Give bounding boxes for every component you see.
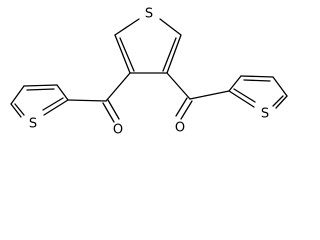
central-ring-bond: [159, 18, 182, 36]
right-ring-bond: [240, 75, 274, 78]
right-ring-bond: [228, 90, 255, 108]
left-thiophene-ring: S: [10, 84, 69, 132]
right-ring-double-bond: [272, 95, 284, 107]
left-sulfur-label: S: [29, 117, 37, 132]
right-ring-bond: [272, 76, 288, 97]
right-ring-double-bond: [233, 88, 256, 103]
left-ring-bond: [56, 84, 69, 101]
right-ring-double-bond: [243, 79, 271, 82]
central-ring-bond: [166, 34, 182, 74]
left-carbonyl-group: O: [67, 72, 131, 138]
left-ring-bond: [23, 84, 58, 87]
right-sulfur-label: S: [261, 107, 269, 122]
carbonyl-double-bond: [180, 100, 193, 120]
left-oxygen-label: O: [113, 123, 123, 138]
carbonyl-link-bond: [189, 90, 230, 100]
central-ring-double-bond: [119, 37, 135, 72]
central-ring-bond: [114, 18, 140, 36]
left-ring-double-bond: [14, 103, 25, 116]
carbonyl-double-bond: [175, 97, 188, 117]
right-thiophene-ring: S: [228, 75, 288, 122]
left-ring-double-bond: [26, 88, 55, 91]
right-carbonyl-group: O: [166, 72, 230, 136]
central-ring-bond: [114, 34, 131, 74]
right-ring-bond: [228, 75, 242, 92]
carbonyl-link-bond: [105, 72, 131, 102]
left-ring-bond: [10, 85, 25, 105]
central-sulfur-label: S: [145, 7, 153, 22]
carbonyl-link-bond: [166, 72, 191, 100]
left-ring-bond: [43, 99, 69, 116]
structure-canvas: S O O S: [10, 6, 288, 138]
left-ring-double-bond: [42, 97, 64, 111]
chemical-structure-diagram: S O O S: [10, 7, 288, 138]
right-oxygen-label: O: [175, 121, 185, 136]
right-ring-bond: [275, 95, 288, 109]
central-thiophene-ring: S: [114, 7, 182, 74]
carbonyl-double-bond: [102, 102, 115, 123]
carbonyl-double-bond: [107, 99, 120, 120]
carbonyl-link-bond: [67, 99, 107, 102]
left-ring-bond: [10, 103, 22, 118]
central-ring-double-bond: [162, 37, 177, 72]
